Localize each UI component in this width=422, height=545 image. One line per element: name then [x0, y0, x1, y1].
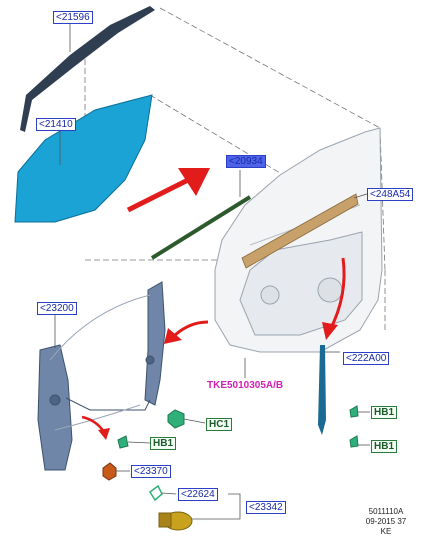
green-seal-strip — [150, 195, 252, 260]
callout-21596[interactable]: <21596 — [53, 11, 93, 24]
glass-run-channel — [318, 345, 326, 435]
door-part-number: TKE5010305A/B — [207, 380, 284, 391]
callout-hb1-right-bottom[interactable]: HB1 — [371, 440, 398, 453]
callout-248A54[interactable]: <248A54 — [367, 188, 414, 201]
leader-lines — [54, 22, 371, 520]
motor-23342 — [158, 511, 193, 531]
door-glass — [14, 94, 153, 223]
clip-hb1-right-bottom — [349, 435, 359, 448]
callout-23200[interactable]: <23200 — [37, 302, 77, 315]
red-arrow-small — [81, 415, 110, 440]
bolt-23370 — [102, 462, 117, 481]
red-arrow-upper — [126, 168, 210, 213]
clip-22624 — [148, 484, 163, 502]
clip-hb1-right-top — [349, 405, 359, 418]
doc-info-line2: 09-2015 37 — [365, 517, 407, 526]
callout-hc1[interactable]: HC1 — [206, 418, 233, 431]
red-arrow-left — [164, 320, 209, 344]
belt-seal — [241, 193, 359, 269]
doc-info-line3: KE — [380, 527, 392, 536]
window-regulator — [37, 281, 166, 471]
callout-222A00[interactable]: <222A00 — [343, 352, 390, 365]
callout-23370[interactable]: <23370 — [131, 465, 171, 478]
document-info: 5011110A 09-2015 37 KE — [358, 507, 414, 537]
callout-20934[interactable]: <20934 — [226, 155, 266, 168]
callout-hb1-left[interactable]: HB1 — [150, 437, 177, 450]
doc-info-line1: 5011110A — [368, 507, 404, 516]
door-inner-panel — [214, 127, 383, 353]
clip-hb1-left — [117, 435, 129, 449]
callout-22624[interactable]: <22624 — [178, 488, 218, 501]
callout-hb1-right-top[interactable]: HB1 — [371, 406, 398, 419]
red-arrow-right — [322, 257, 346, 340]
callout-23342[interactable]: <23342 — [246, 501, 286, 514]
callout-21410[interactable]: <21410 — [36, 118, 76, 131]
clip-hc1 — [167, 409, 185, 429]
